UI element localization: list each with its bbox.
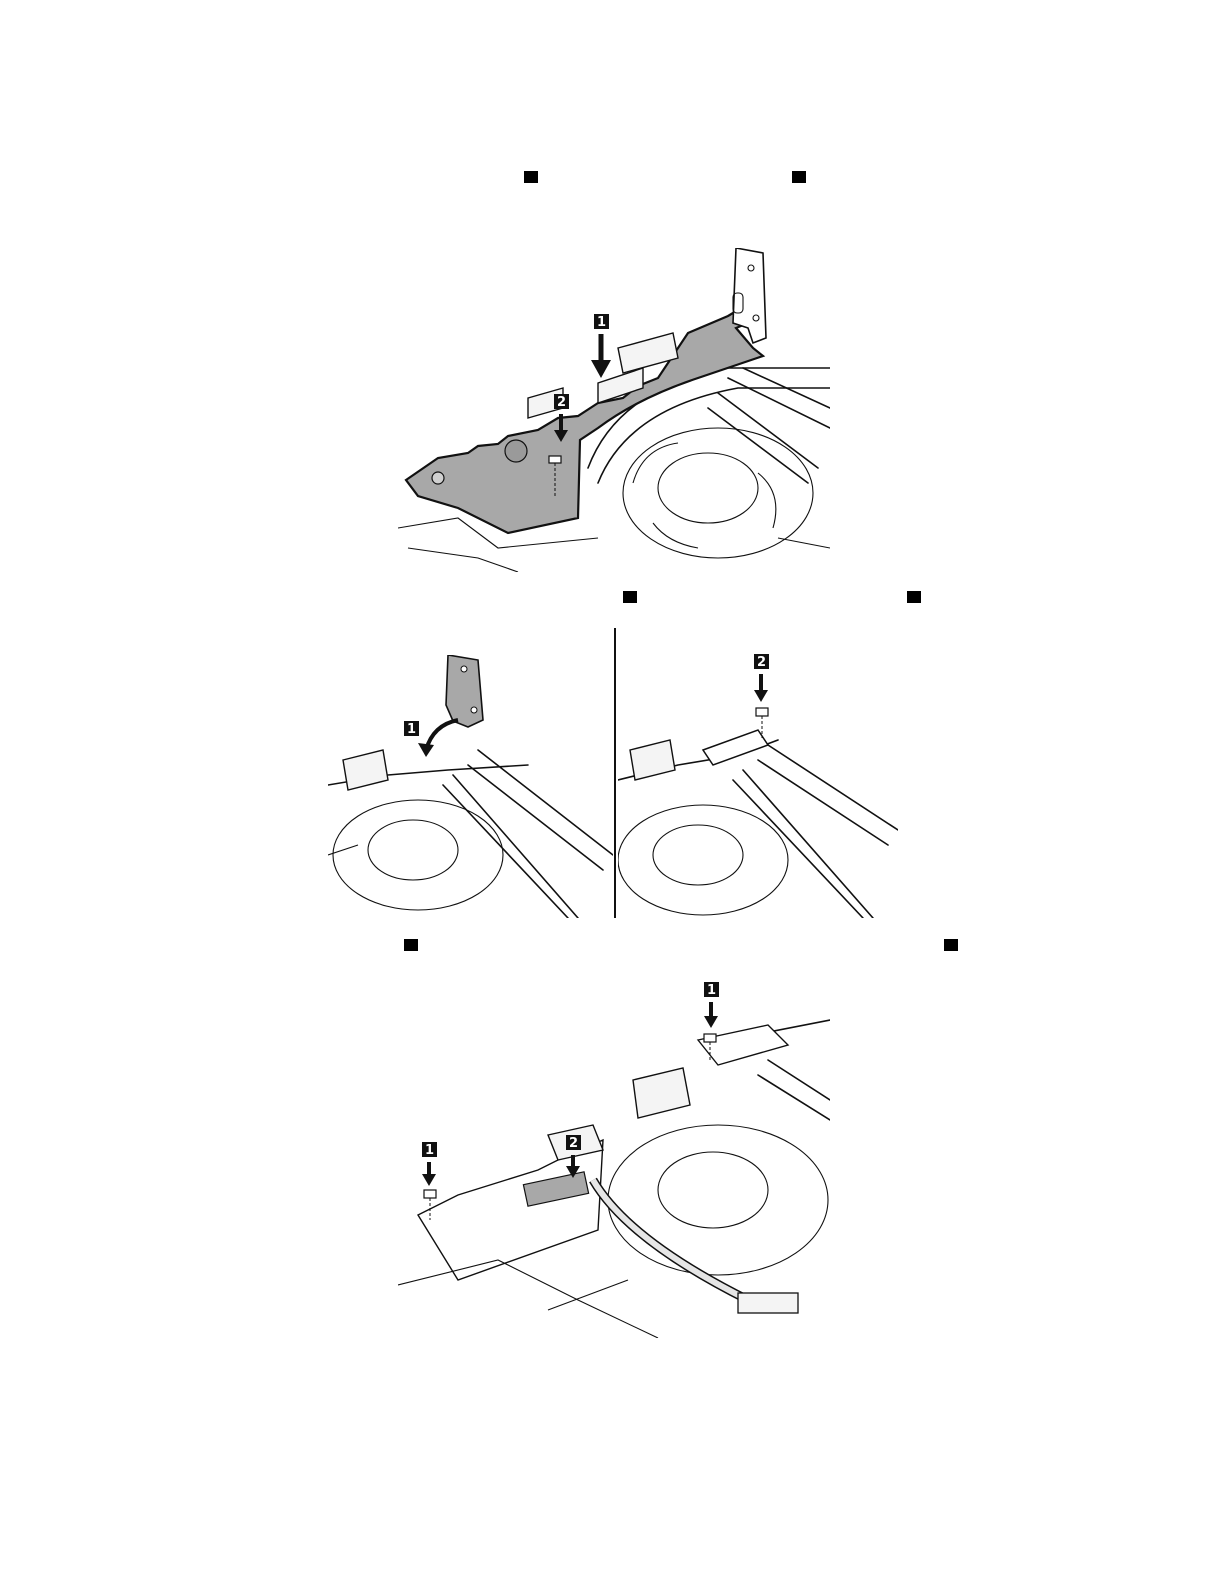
- step-marker: [944, 939, 958, 951]
- board: [406, 310, 763, 533]
- step-marker: [907, 591, 921, 603]
- svg-text:1: 1: [597, 315, 606, 330]
- callout-1: 1: [404, 720, 458, 757]
- svg-text:1: 1: [425, 1143, 434, 1158]
- cable: [593, 1180, 748, 1300]
- step-marker: [404, 939, 418, 951]
- step-marker: [792, 171, 806, 183]
- callout-1: 1: [704, 982, 719, 1028]
- svg-text:2: 2: [569, 1136, 578, 1151]
- figure-screws-and-cable: 1 2 1: [398, 980, 830, 1338]
- step-marker: [623, 591, 637, 603]
- figure-divider: [614, 628, 616, 918]
- callout-1: 1: [422, 1142, 437, 1186]
- svg-text:1: 1: [707, 983, 716, 998]
- figure-fold-bracket: 1: [328, 655, 613, 918]
- svg-text:2: 2: [557, 395, 566, 410]
- figure-fasten-bracket: 2: [618, 650, 898, 918]
- figure-install-board: 1 2: [398, 248, 830, 572]
- callout-1: 1: [591, 314, 611, 378]
- callout-2: 2: [754, 654, 769, 702]
- svg-text:1: 1: [407, 722, 416, 737]
- svg-text:2: 2: [757, 655, 766, 670]
- step-marker: [524, 171, 538, 183]
